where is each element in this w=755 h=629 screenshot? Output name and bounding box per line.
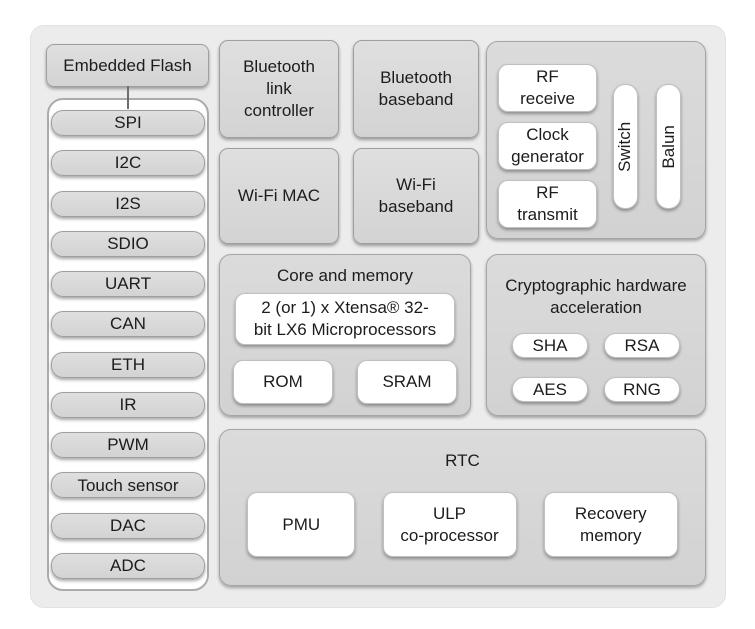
clock-generator-block: Clock generator <box>498 122 597 170</box>
wifi-mac-block: Wi-Fi MAC <box>219 148 339 244</box>
core-and-memory-section: Core and memory 2 (or 1) x Xtensa® 32- b… <box>219 254 471 416</box>
core-and-memory-title: Core and memory <box>276 266 414 285</box>
rf-blocks-column: RF receive Clock generator RF transmit <box>498 64 597 228</box>
aes-block: AES <box>512 377 588 403</box>
rtc-blocks-row: PMU ULP co-processor Recovery memory <box>220 492 705 558</box>
crypto-section: Cryptographic hardware acceleration SHA … <box>486 254 706 416</box>
balun-label: Balun <box>658 124 678 169</box>
peripheral-pill-dac: DAC <box>51 512 205 539</box>
sram-block: SRAM <box>357 360 457 405</box>
peripheral-pill-can: CAN <box>51 311 205 338</box>
rtc-section: RTC PMU ULP co-processor Recovery memory <box>219 429 706 586</box>
peripheral-pill-adc: ADC <box>51 552 205 579</box>
flash-spi-connector-line <box>127 86 129 109</box>
peripheral-pill-eth: ETH <box>51 351 205 378</box>
peripheral-interfaces-box: SPI I2C I2S SDIO UART CAN ETH IR PWM Tou… <box>47 98 209 591</box>
peripheral-pill-pwm: PWM <box>51 432 205 459</box>
sha-block: SHA <box>512 333 588 359</box>
memory-row: ROM SRAM <box>220 360 470 405</box>
peripheral-pill-touch-sensor: Touch sensor <box>51 472 205 499</box>
rf-section: RF receive Clock generator RF transmit S… <box>486 41 706 239</box>
rng-block: RNG <box>604 377 680 403</box>
crypto-title: Cryptographic hardware acceleration <box>505 276 687 318</box>
rf-transmit-block: RF transmit <box>498 180 597 228</box>
peripheral-pill-i2c: I2C <box>51 150 205 177</box>
ulp-coprocessor-block: ULP co-processor <box>382 492 517 558</box>
embedded-flash-block: Embedded Flash <box>46 44 209 87</box>
rtc-title: RTC <box>445 451 480 470</box>
rom-block: ROM <box>233 360 333 405</box>
xtensa-microprocessors-block: 2 (or 1) x Xtensa® 32- bit LX6 Microproc… <box>235 293 455 346</box>
comms-grid: Bluetooth link controller Bluetooth base… <box>219 40 479 244</box>
bluetooth-link-controller-block: Bluetooth link controller <box>219 40 339 138</box>
esp32-chip-outline: Embedded Flash SPI I2C I2S SDIO UART CAN… <box>30 25 726 608</box>
balun-block: Balun <box>656 84 681 209</box>
wifi-baseband-block: Wi-Fi baseband <box>353 148 479 244</box>
switch-block: Switch <box>613 84 638 209</box>
rf-receive-block: RF receive <box>498 64 597 112</box>
peripheral-pill-sdio: SDIO <box>51 230 205 257</box>
pmu-block: PMU <box>247 492 356 558</box>
peripheral-pill-ir: IR <box>51 391 205 418</box>
peripheral-pill-uart: UART <box>51 271 205 298</box>
rsa-block: RSA <box>604 333 680 359</box>
crypto-grid: SHA RSA AES RNG <box>487 333 705 403</box>
bluetooth-baseband-block: Bluetooth baseband <box>353 40 479 138</box>
peripheral-pill-spi: SPI <box>51 110 205 136</box>
peripheral-pill-i2s: I2S <box>51 190 205 217</box>
switch-label: Switch <box>615 121 635 172</box>
recovery-memory-block: Recovery memory <box>543 492 678 558</box>
